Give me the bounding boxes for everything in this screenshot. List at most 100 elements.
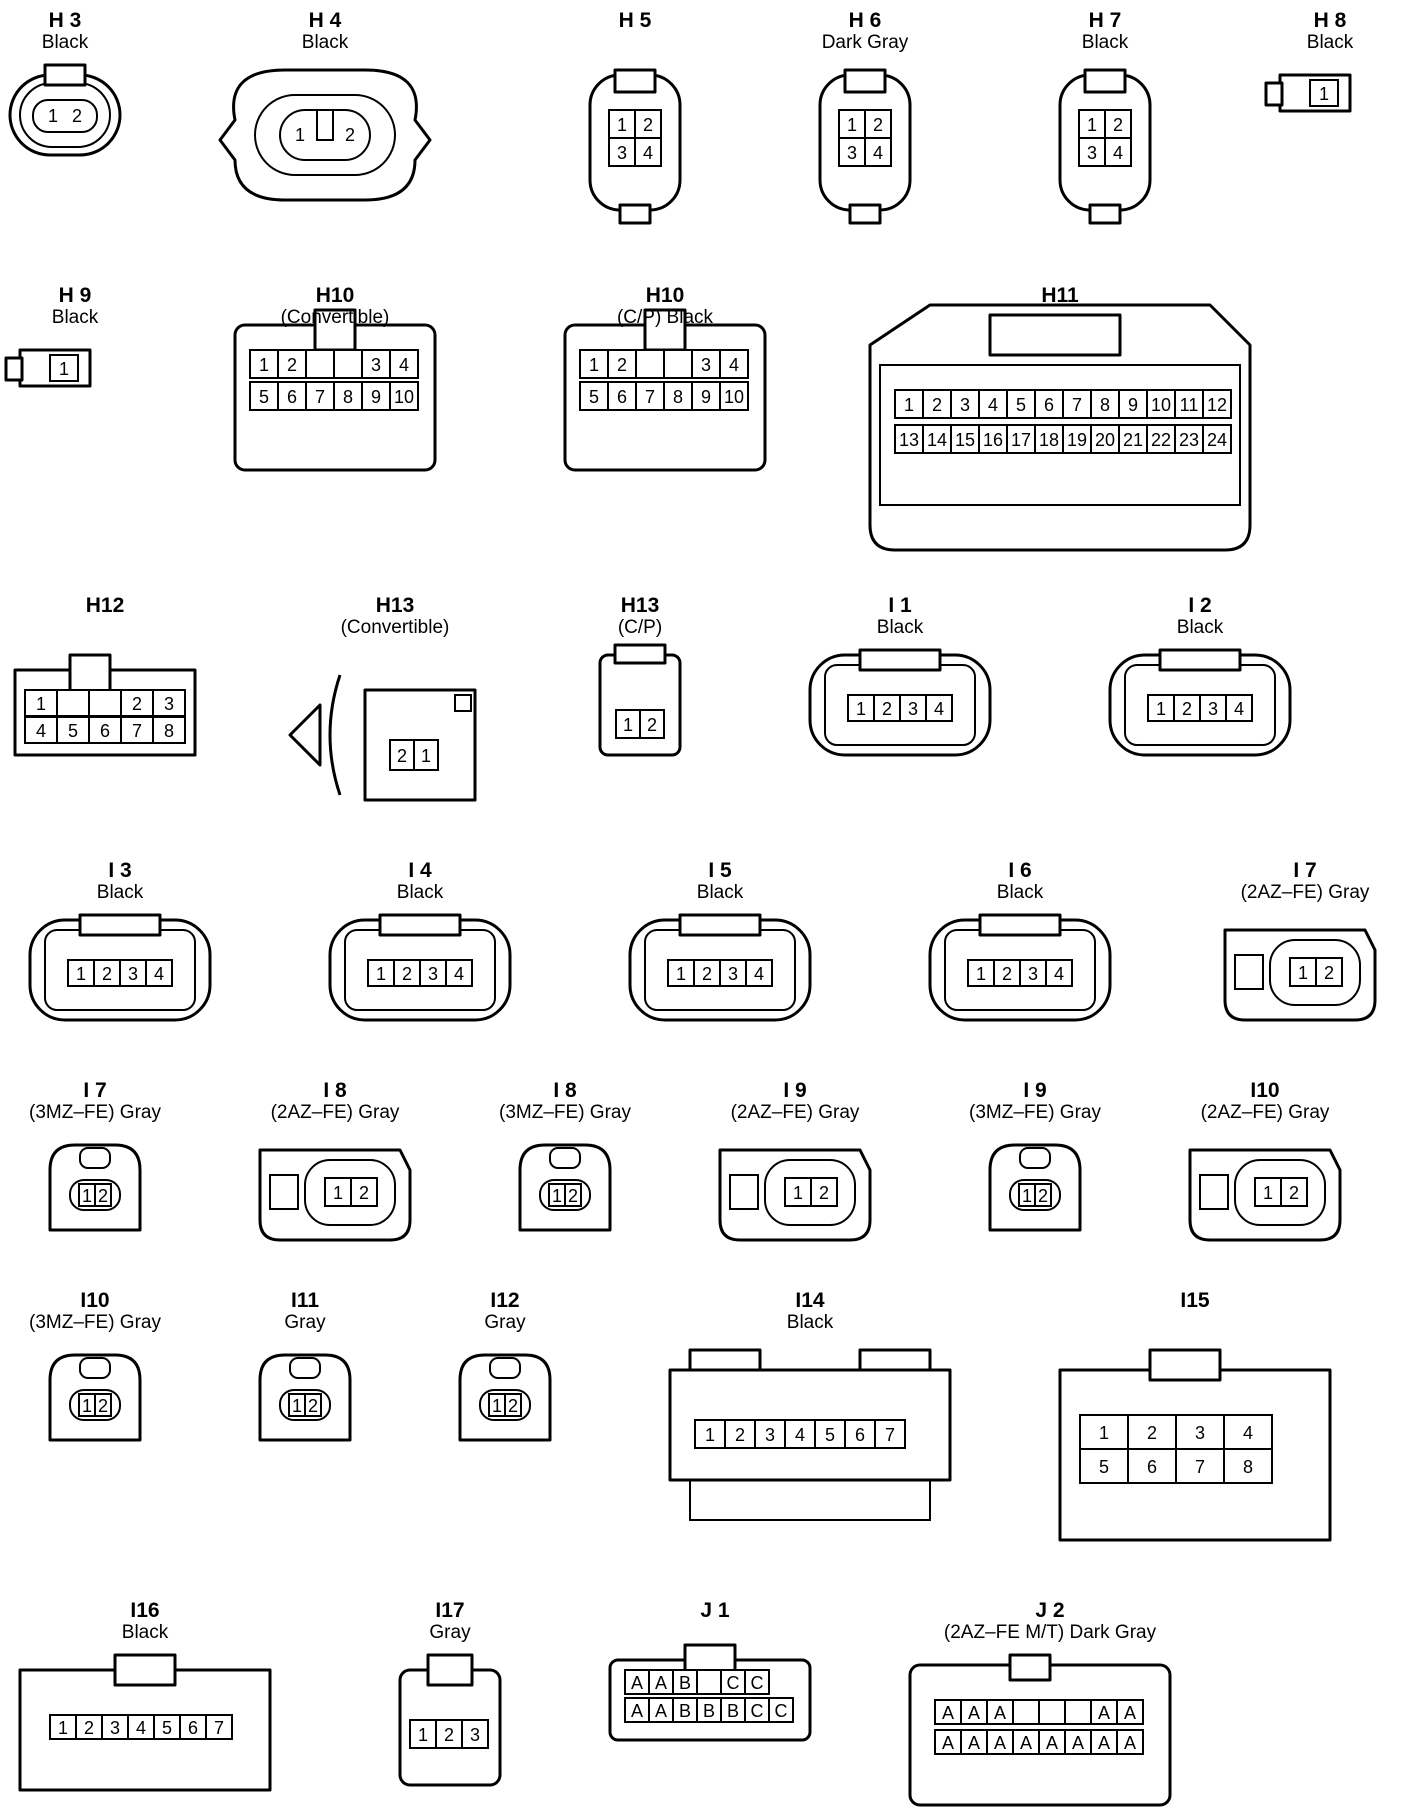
cavity-box <box>393 959 421 987</box>
terminal-cavity: 5 <box>579 381 609 411</box>
pin-number: 4 <box>1234 699 1244 719</box>
terminal-cavity: 1 <box>24 689 58 717</box>
terminal-cavity: C <box>720 1669 746 1695</box>
lock-tab <box>643 308 687 352</box>
pin-number: 2 <box>568 1186 578 1206</box>
terminal-cavity <box>1012 1699 1040 1725</box>
terminal-cavity <box>56 689 90 717</box>
cavity-box <box>24 716 58 744</box>
pin-number: 6 <box>100 721 110 741</box>
pin-number: A <box>942 1733 954 1753</box>
pin-number: B <box>679 1673 691 1693</box>
housing-inner <box>69 1179 121 1211</box>
pin-number: 1 <box>36 694 46 714</box>
terminal-cavity: 3 <box>119 959 147 987</box>
housing-inner <box>1009 1179 1061 1211</box>
cavity-box <box>838 109 866 139</box>
cavity-box <box>205 1714 233 1740</box>
pin-number: 4 <box>399 355 409 375</box>
pin-number: 1 <box>1156 699 1166 719</box>
pin-number: 1 <box>82 1396 92 1416</box>
cavity-box <box>873 694 901 722</box>
terminal-cavity: 23 <box>1174 424 1204 454</box>
terminal-cavity: 2 <box>634 109 662 139</box>
cavity-box <box>1309 79 1339 107</box>
terminal-cavity: A <box>624 1669 650 1695</box>
connector-color-spec: Gray <box>429 1622 471 1643</box>
pin-number: 7 <box>214 1718 224 1738</box>
connector-code: I12 <box>490 1289 520 1312</box>
cavity-box <box>504 1393 522 1417</box>
cavity-box <box>461 1719 489 1749</box>
pin-number: 2 <box>1002 964 1012 984</box>
terminal-cavity: 1 <box>49 354 79 382</box>
lock-tab <box>1083 68 1127 94</box>
cavity-box <box>153 1714 181 1740</box>
terminal-cavity: 1 <box>1078 109 1106 139</box>
cavity-box <box>56 716 90 744</box>
housing-inner <box>764 1159 856 1226</box>
pin-number: 2 <box>643 115 653 135</box>
terminal-cavity: 3 <box>950 389 980 419</box>
pin-number: 4 <box>1113 143 1123 163</box>
pin-number: 3 <box>847 143 857 163</box>
cavity-box <box>49 354 79 382</box>
pin-number: B <box>703 1701 715 1721</box>
terminal-cavity: 4 <box>719 349 749 379</box>
terminal-cavity: 6 <box>607 381 637 411</box>
pin-number: 2 <box>345 125 355 145</box>
pin-number: 10 <box>724 387 744 407</box>
terminal-cavity: 16 <box>978 424 1008 454</box>
terminal-cavity: B <box>672 1697 698 1723</box>
terminal-cavity: 2 <box>564 1183 582 1207</box>
pin-number: A <box>1098 1703 1110 1723</box>
terminal-cavity: 15 <box>950 424 980 454</box>
cavity-box <box>579 349 609 379</box>
terminal-cavity: 7 <box>305 381 335 411</box>
terminal-cavity: 1 <box>608 109 636 139</box>
pin-number: 6 <box>617 387 627 407</box>
connector-code: H 7 <box>1088 9 1122 32</box>
cavity-box <box>88 689 122 717</box>
pin-number: 1 <box>292 1396 302 1416</box>
terminal-cavity: 1 <box>1309 79 1339 107</box>
lock-tab <box>1234 954 1264 990</box>
pin-number: A <box>968 1703 980 1723</box>
cavity-box <box>1199 694 1227 722</box>
pin-number: 23 <box>1179 430 1199 450</box>
pin-number: 12 <box>1207 395 1227 415</box>
terminal-cavity: 24 <box>1202 424 1232 454</box>
terminal-cavity: B <box>720 1697 746 1723</box>
pin-number: 2 <box>873 115 883 135</box>
terminal-cavity: 2 <box>75 1714 103 1740</box>
cavity-box <box>1116 1699 1144 1725</box>
cavity-box <box>564 1183 582 1207</box>
pin-number: 4 <box>36 721 46 741</box>
terminal-cavity: 2 <box>304 1393 322 1417</box>
cavity-box <box>304 1393 322 1417</box>
cavity-box <box>1289 957 1317 987</box>
housing-inner <box>539 1179 591 1211</box>
pin-number: 2 <box>98 1186 108 1206</box>
housing-inner <box>69 1389 121 1421</box>
terminal-cavity: 2 <box>435 1719 463 1749</box>
pin-number: 8 <box>343 387 353 407</box>
connector-code: I 1 <box>888 594 912 617</box>
connector-color-spec: (3MZ–FE) Gray <box>29 1312 161 1333</box>
pin-number: A <box>631 1701 643 1721</box>
terminal-cavity <box>305 349 335 379</box>
pin-number: 2 <box>882 699 892 719</box>
connector-color-spec: Black <box>696 882 744 903</box>
pin-number: 2 <box>359 1183 369 1203</box>
pin-number: 4 <box>795 1425 805 1445</box>
terminal-cavity: 4 <box>24 716 58 744</box>
connector-label: I 7(3MZ–FE) Gray <box>10 1080 180 1124</box>
